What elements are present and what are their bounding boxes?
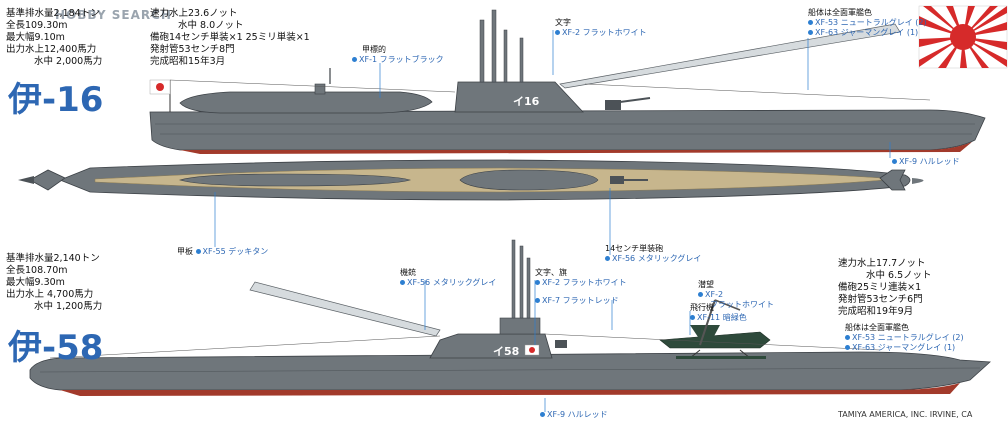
callout-moji: 文字 XF-2 フラットホワイト [555,18,647,37]
callout-kouhyoteki: 甲標的 XF-1 フラットブラック [352,45,444,65]
credit-text: TAMIYA AMERICA, INC. IRVINE, CA [838,410,973,419]
callout-dot-icon [605,256,610,261]
callout-leaders [214,30,891,412]
callout-bottom-i16: XF-9 ハルレッド [892,157,960,167]
i58-side-view [29,239,991,396]
callout-dot-icon [400,280,405,285]
callout-kijuu: 機銃 XF-56 メタリックグレイ [400,268,497,287]
callout-dot-icon [540,412,545,417]
callout-dot-icon [808,20,813,25]
callout-shouzu: 潜望 XF-2 フラットホワイト [698,280,774,309]
callout-dot-icon [892,159,897,164]
callout-moji-hata: 文字、旗 XF-2 フラットホワイト XF-7 フラットレッド [535,268,627,305]
hull-number-i16: イ16 [513,95,540,108]
callout-dot-icon [845,345,850,350]
callout-dot-icon [690,315,695,320]
callout-hull-i16: 船体は全面軍艦色 XF-53 ニュートラルグレイ (2) XF-63 ジャーマン… [808,8,927,37]
callout-hikouki: 飛行機 XF-11 暗緑色 [690,303,747,322]
callout-dot-icon [195,249,201,254]
callout-dot-icon [808,30,813,35]
callout-dot-icon [535,280,540,285]
callout-bottom-i58: XF-9 ハルレッド [540,410,608,420]
callout-deck: 甲板 XF-55 デッキタン [177,247,269,256]
i16-side-view [149,9,986,154]
sub-name-i58: 伊-58 [8,328,104,368]
callout-dot-icon [352,57,357,62]
callout-dot-icon [845,335,850,340]
callout-dot-icon [555,30,560,35]
i16-top-view [18,159,924,201]
rising-sun-flag [918,5,1008,69]
callout-dot-icon [535,298,540,303]
callout-gun-i16: 14センチ単装砲 XF-56 メタリックグレイ [605,244,702,263]
watermark: HOBBY SEARCH [55,8,172,22]
callout-hull-i58: 船体は全面軍艦色 XF-53 ニュートラルグレイ (2) XF-63 ジャーマン… [845,323,964,352]
hull-number-i58: イ58 [493,345,520,358]
callout-dot-icon [698,292,703,297]
sub-name-i16: 伊-16 [8,80,104,120]
